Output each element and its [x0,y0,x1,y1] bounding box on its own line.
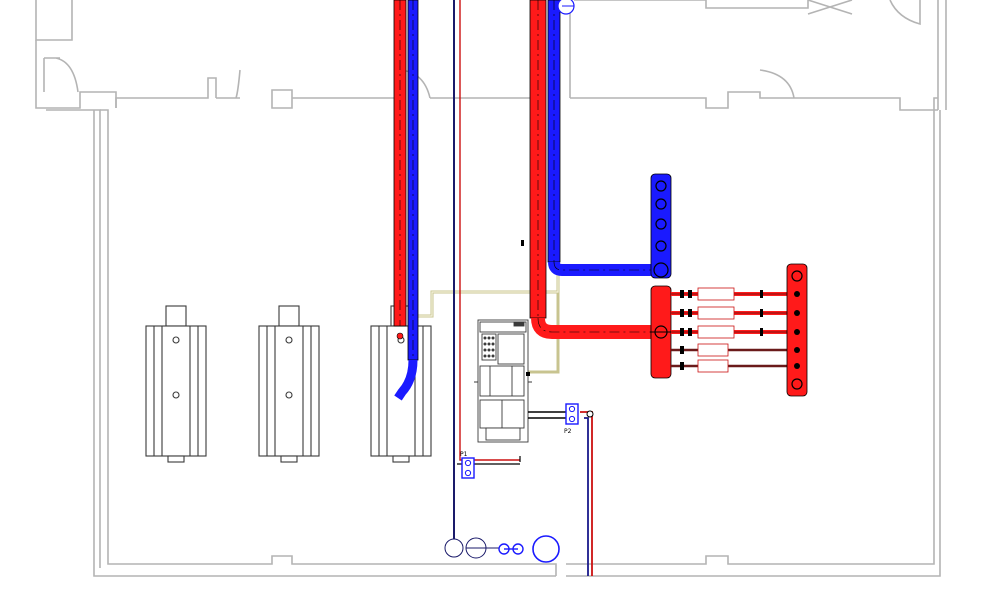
fittings [521,240,530,376]
expansion-tanks [444,535,560,563]
supply-manifold-left [650,285,672,379]
pump-p2: P2 [564,403,594,435]
return-manifold [650,173,672,279]
supply-manifold-right [786,263,808,397]
pump-p1: P1 [460,451,475,479]
manifold-branches [671,287,795,373]
boiler-2 [258,305,320,463]
boiler-3 [370,305,432,463]
return-header [547,0,660,276]
control-panel [474,319,532,443]
building-walls [35,0,947,577]
boiler-risers [393,0,419,401]
pump-p2-label: P2 [564,428,572,435]
boiler-1 [145,305,207,463]
pump-p1-label: P1 [460,451,468,458]
supply-header [529,0,660,339]
